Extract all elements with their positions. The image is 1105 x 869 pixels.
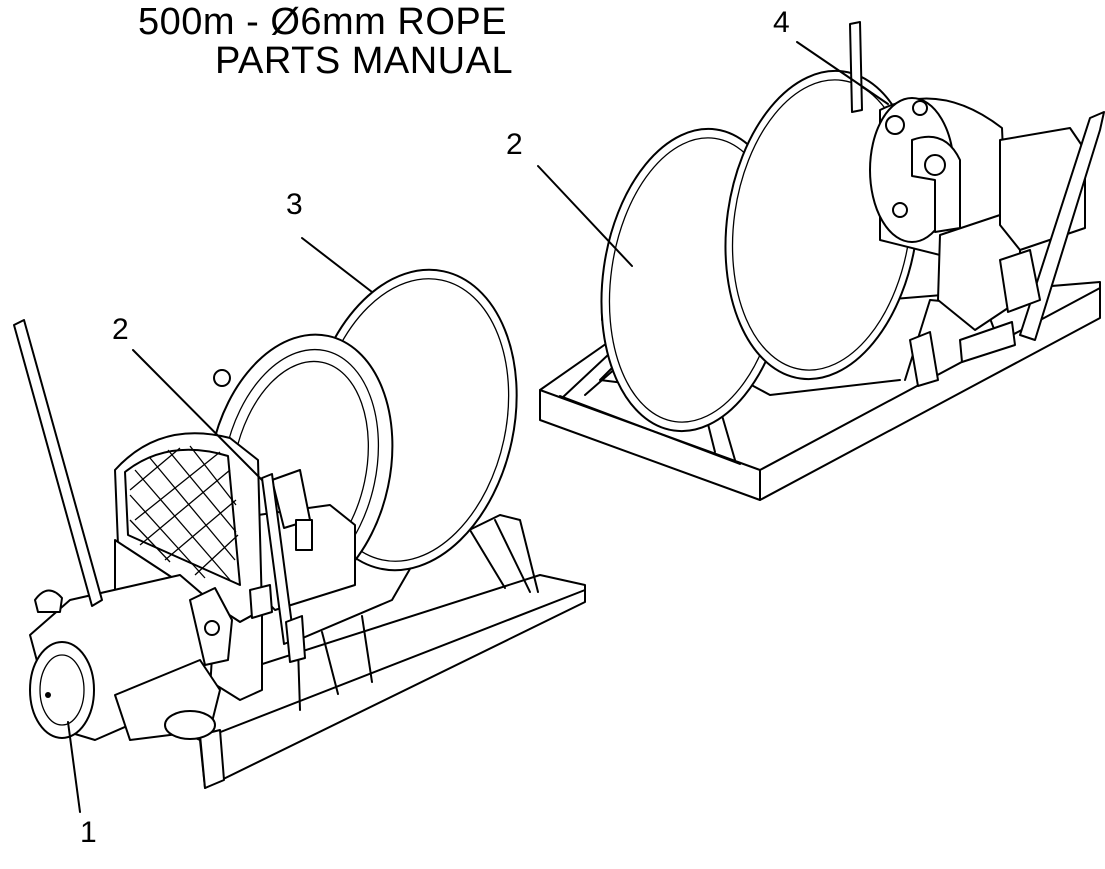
callout-1: 1: [80, 816, 97, 849]
callout-leader-lines: [67, 41, 889, 813]
leader-line-4: [796, 41, 889, 105]
left-winch-lever: [13, 319, 306, 663]
title-line-2: PARTS MANUAL: [215, 40, 514, 82]
right-winch-lever: [849, 21, 1105, 387]
right-winch-gearbox: [869, 97, 1086, 331]
callout-4: 4: [773, 6, 790, 39]
leader-line-2-left: [132, 349, 263, 481]
left-winch-hydraulic-motor: [29, 574, 233, 741]
leader-line-1: [67, 721, 81, 813]
left-winch-illustration: [13, 268, 586, 789]
right-winch-illustration: [539, 21, 1105, 501]
callout-2-left: 2: [112, 313, 129, 346]
callout-3: 3: [286, 188, 303, 221]
callout-2-right: 2: [506, 128, 523, 161]
motor-grille-mesh: [129, 445, 239, 581]
title-line-1: 500m - Ø6mm ROPE: [138, 1, 508, 43]
leader-line-2-right: [537, 165, 633, 267]
leader-line-3: [301, 237, 373, 293]
